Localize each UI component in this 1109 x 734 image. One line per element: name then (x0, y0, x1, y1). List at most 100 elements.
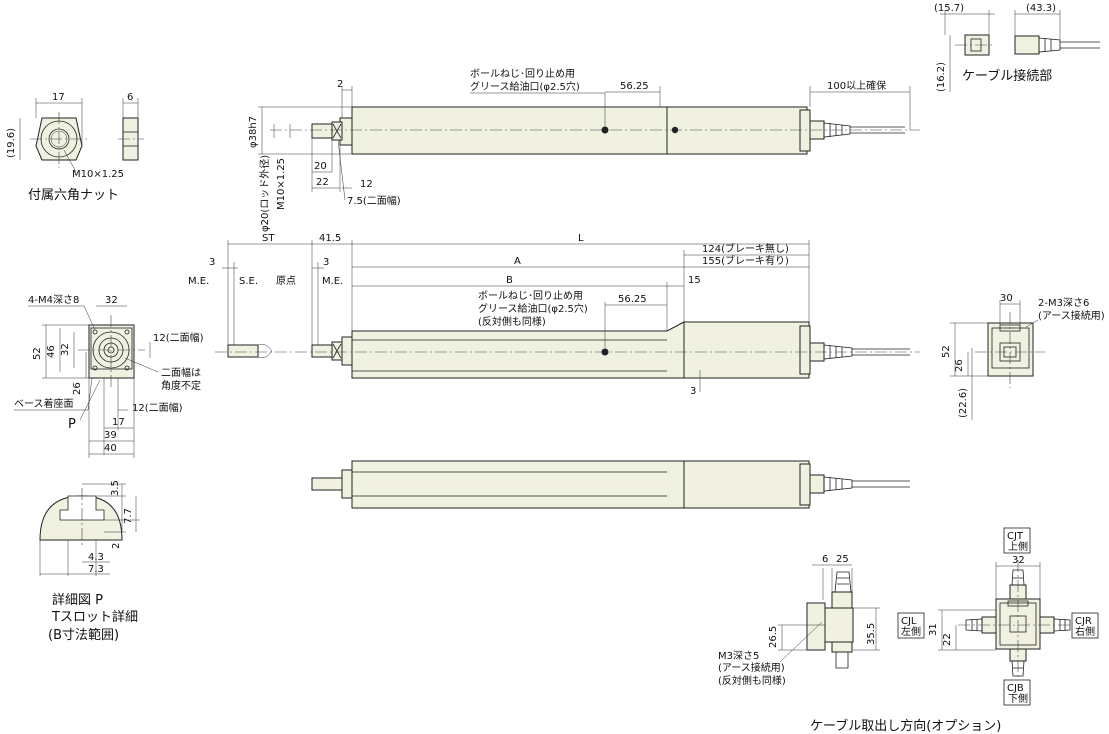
cdir-dim-35-5: 35.5 (866, 623, 877, 645)
side-flange (341, 336, 353, 366)
side-me2: M.E. (322, 276, 343, 287)
rear-view: 30 2-M3深さ6 (アース接続用) 52 26 (22.6) (941, 293, 1105, 420)
side-dim-3b: 3 (323, 257, 329, 268)
cable-conn-side (1014, 35, 1040, 55)
cdir-dim-22: 22 (942, 633, 953, 646)
cdir-cjl-box (897, 612, 925, 639)
front-dim-26: 26 (72, 382, 83, 395)
tslot-dim-7-7: 7.7 (123, 508, 134, 524)
side-body-rear (683, 321, 810, 379)
cdir-m3-2: (アース接続用) (718, 661, 785, 674)
side-me1: M.E. (188, 276, 209, 287)
cdir-cjr-2: 右側 (1075, 625, 1095, 638)
rear-dim-22-6: (22.6) (958, 388, 969, 418)
side-grease-label-3: (反対側も同様) (478, 315, 546, 328)
cdir-m3-3: (反対側も同様) (718, 674, 786, 687)
front-across-1: 12(二面幅) (153, 331, 204, 344)
cdir-dim-26-5: 26.5 (768, 626, 779, 648)
side-rear-cap (799, 325, 811, 375)
top-dim-phi20: φ20(ロッド外径) (258, 155, 271, 232)
side-dim-15: 15 (688, 275, 701, 286)
cable-dim-15-7: (15.7) (934, 3, 964, 14)
side-grease-port (601, 348, 609, 356)
side-dim-st: ST (262, 233, 275, 244)
nut-title: 付属六角ナット (28, 188, 119, 203)
cable-dim-16-2: (16.2) (936, 62, 947, 92)
top-cable-length: 100以上確保 (827, 79, 886, 92)
rear-m3-label: 2-M3深さ6 (1038, 297, 1089, 309)
top-dim-20: 20 (314, 161, 327, 172)
side-dim-A: A (514, 256, 521, 267)
cdir-cjb-box (1003, 679, 1031, 706)
cdir-m3-1: M3深さ5 (718, 650, 759, 662)
top-joint-dot (671, 126, 679, 134)
front-dim-32v: 32 (60, 343, 71, 356)
cdir-title: ケーブル取出し方向(オプション) (810, 718, 1001, 734)
nut-dim-19-6: (19.6) (6, 128, 17, 158)
side-body-front (351, 321, 685, 379)
side-grease-label-2: グリース給油口(φ2.5穴) (478, 302, 588, 315)
nut-group: 17 6 (19.6) M10×1.25 付属六角ナット (6, 92, 144, 203)
cdir-cjl-1: CJL (901, 616, 917, 627)
tslot-dim-2: 2 (111, 543, 122, 549)
cdir-cjl-2: 左側 (901, 625, 921, 638)
front-across-2: 12(二面幅) (132, 401, 183, 414)
tslot-dim-7-3: 7.3 (88, 564, 104, 575)
top-rear-cap (799, 109, 811, 152)
rear-dim-26: 26 (954, 359, 965, 372)
front-base-label: ベース着座面 (14, 397, 74, 410)
cdir-cjt-box (1003, 527, 1031, 554)
cdir-cjr-box (1071, 612, 1099, 639)
front-dim-46: 46 (46, 345, 57, 358)
side-view: ST 41.5 L 124(ブレーキ無し) 155(ブレーキ有り) A B 15… (188, 233, 920, 397)
front-across-note-1: 二面幅は (161, 366, 201, 379)
cable-dim-43-3: (43.3) (1026, 3, 1056, 14)
bottom-body-rear (683, 460, 810, 509)
top-dim-phi38: φ38h7 (248, 116, 259, 148)
cable-connection: (15.7) (43.3) (16.2) ケーブル接続部 (934, 3, 1100, 92)
side-dim-B: B (506, 275, 513, 286)
front-detail-P: P (68, 417, 76, 432)
side-dim-41-5: 41.5 (319, 233, 341, 244)
side-dim-L: L (578, 233, 584, 244)
tslot-detail: 3.5 7.7 2 4.3 7.3 詳細図 P Tスロット詳細 (B寸法範囲) (39, 480, 140, 643)
top-dim-56-25: 56.25 (620, 81, 649, 92)
side-grease-label-1: ボールねじ･回り止め用 (478, 290, 583, 302)
tslot-dim-3-5: 3.5 (110, 480, 121, 496)
nut-dim-17: 17 (52, 92, 65, 103)
front-m4-label: 4-M4深さ8 (28, 294, 79, 306)
tslot-dim-4-3: 4.3 (88, 552, 104, 563)
rear-logo (999, 324, 1021, 332)
cdir-cjr-1: CJR (1075, 616, 1092, 627)
cdir-dim-6: 6 (822, 554, 828, 565)
side-rod-extended (227, 344, 259, 358)
side-brake-with: 155(ブレーキ有り) (702, 254, 789, 267)
top-dim-12: 12 (360, 179, 373, 190)
bottom-body-front (351, 460, 685, 509)
bottom-flange (341, 469, 353, 499)
side-brake-none: 124(ブレーキ無し) (702, 242, 789, 255)
cdir-cjb-1: CJB (1007, 683, 1024, 694)
bottom-view (311, 460, 910, 509)
side-dim-3c: 3 (690, 386, 696, 397)
top-grease-label-1: ボールねじ･回り止め用 (470, 68, 575, 80)
cdir-cjt-2: 上側 (1008, 540, 1028, 553)
rear-m3-note: (アース接続用) (1038, 309, 1105, 322)
nut-thread: M10×1.25 (72, 169, 124, 180)
tslot-title-1: 詳細図 P (52, 592, 103, 608)
top-dim-m10: M10×1.25 (276, 158, 287, 210)
nut-dim-6: 6 (127, 92, 133, 103)
side-origin: 原点 (276, 275, 296, 287)
top-body-rear (666, 106, 808, 155)
cable-direction: 6 25 26.5 35.5 M3深さ5 (アース接続用) (反対側も同様) (718, 527, 1099, 734)
rear-dim-52: 52 (941, 345, 952, 358)
side-dim-56-25: 56.25 (618, 294, 647, 305)
front-dim-52: 52 (32, 347, 43, 360)
front-dim-17: 17 (112, 417, 125, 428)
front-view: 4-M4深さ8 32 52 46 32 26 12(二面幅) 二面幅は 角度不定… (14, 294, 204, 458)
top-dim-22: 22 (316, 177, 329, 188)
cdir-cjt-1: CJT (1007, 531, 1024, 542)
cdir-cjb-2: 下側 (1008, 692, 1028, 705)
side-se: S.E. (239, 276, 258, 287)
